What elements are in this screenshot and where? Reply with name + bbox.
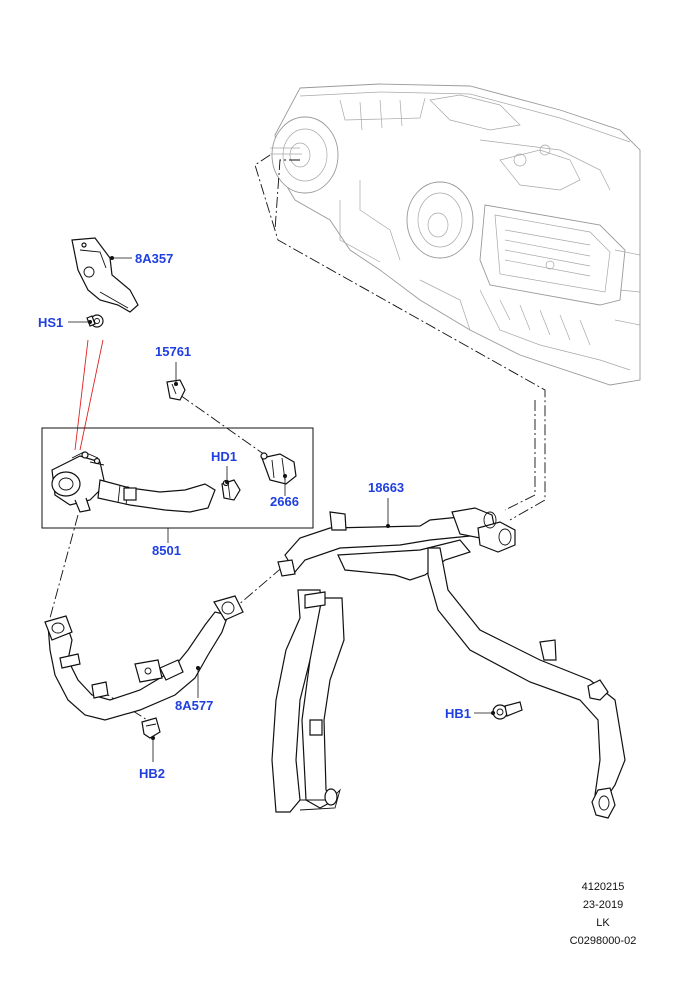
pump-bracket-8A357[interactable] [71, 237, 139, 313]
callout-HB2[interactable]: HB2 [139, 766, 165, 781]
assembly-leader-lines [49, 154, 546, 726]
reference-illustration-code: C0298000-02 [570, 935, 637, 947]
bolt-HS1[interactable] [86, 314, 104, 328]
callout-8A357[interactable]: 8A357 [135, 251, 173, 266]
callout-HD1[interactable]: HD1 [211, 449, 237, 464]
coolant-hose-8A577[interactable] [44, 559, 296, 721]
bolt-HB1[interactable] [492, 701, 523, 720]
reference-number: 4120215 [582, 881, 625, 893]
highlight-leader-lines [74, 339, 104, 451]
reference-initials: LK [596, 917, 610, 929]
hvac-unit-illustration [270, 83, 641, 386]
callout-15761[interactable]: 15761 [155, 344, 191, 359]
callout-leader-lines [68, 256, 495, 762]
aux-pump-assembly-frame [41, 427, 314, 529]
heater-hose-18663[interactable] [271, 507, 626, 819]
callout-HB1[interactable]: HB1 [445, 706, 471, 721]
bolt-HB2[interactable] [141, 717, 161, 739]
callout-18663[interactable]: 18663 [368, 480, 404, 495]
callout-8501[interactable]: 8501 [152, 543, 181, 558]
diagram-reference-block: 4120215 23-2019 LK C0298000-02 [570, 881, 637, 947]
aux-coolant-pump-8501[interactable] [51, 451, 297, 513]
callout-8A577[interactable]: 8A577 [175, 698, 213, 713]
reference-date: 23-2019 [583, 899, 623, 911]
clip-15761[interactable] [166, 379, 186, 401]
callout-HS1[interactable]: HS1 [38, 315, 63, 330]
callout-2666[interactable]: 2666 [270, 494, 299, 509]
